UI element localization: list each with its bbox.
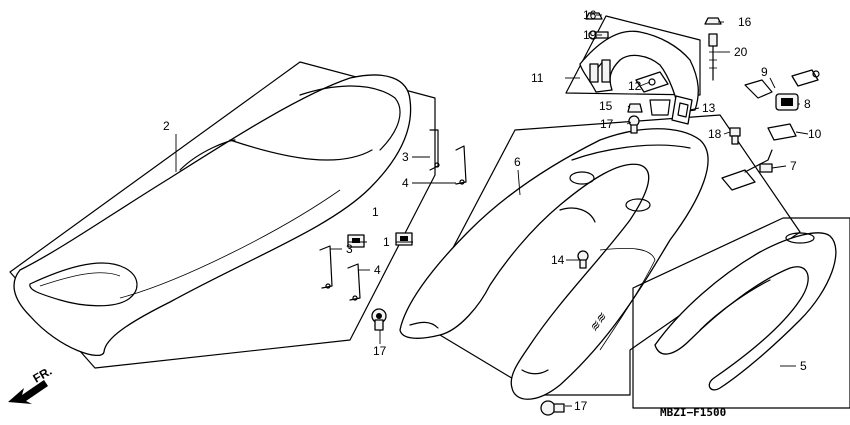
- nut-part-15: [627, 103, 643, 113]
- callout-8: 8: [804, 97, 811, 111]
- bolt-part-17-left: [371, 308, 387, 331]
- callout-20: 20: [734, 45, 748, 59]
- nut-part-16-left: [585, 12, 603, 20]
- callout-2: 2: [163, 119, 170, 133]
- callout-9: 9: [761, 65, 768, 79]
- bracket-part-9: [744, 79, 773, 99]
- clip-part-4-upper: [455, 145, 467, 185]
- cylinder-part-8: [775, 93, 799, 111]
- clip-part-3-lower: [319, 245, 333, 289]
- callout-6: 6: [514, 155, 521, 169]
- callout-17-top: 17: [600, 117, 614, 131]
- callout-3-lower: 3: [346, 242, 353, 256]
- bolt-part-14: [577, 250, 589, 269]
- callout-7: 7: [790, 159, 797, 173]
- callout-5: 5: [800, 359, 807, 373]
- callout-17-left: 17: [373, 344, 387, 358]
- bolt-part-20: [708, 33, 718, 81]
- callout-15: 15: [599, 99, 613, 113]
- seat-part: [9, 61, 436, 369]
- front-label: FR.: [31, 364, 55, 386]
- lock-cable-part-7: [721, 149, 773, 191]
- callout-3-upper: 3: [402, 150, 409, 164]
- callout-19: 19: [583, 28, 597, 42]
- grommet-part-1-a: [347, 234, 365, 248]
- leader-lines: [175, 14, 809, 407]
- clip-part-4-lower: [347, 263, 361, 301]
- callout-13: 13: [702, 101, 716, 115]
- callout-4-upper: 4: [402, 176, 409, 190]
- grab-rail-part: [565, 15, 701, 116]
- callout-1-b: 1: [383, 235, 390, 249]
- callout-11: 11: [531, 71, 544, 85]
- callout-14: 14: [551, 253, 565, 267]
- callout-17-bottom: 17: [574, 399, 588, 413]
- grommet-part-1-b: [395, 232, 413, 246]
- callout-4-lower: 4: [374, 263, 381, 277]
- collar-part-13: [671, 95, 693, 125]
- nut-part-16-right: [704, 17, 722, 25]
- front-direction-arrow-icon: [8, 380, 48, 404]
- bolt-part-17-top: [628, 115, 640, 134]
- callout-10: 10: [808, 127, 822, 141]
- side-cover-part: [632, 217, 850, 409]
- key-part-9: [791, 69, 820, 87]
- rear-cowl-part: ≋≋: [399, 114, 801, 400]
- clip-part-3-upper: [429, 129, 440, 171]
- callout-1-a: 1: [372, 205, 379, 219]
- callout-18: 18: [708, 127, 722, 141]
- callout-16-left: 16: [583, 8, 597, 22]
- bolt-part-17-bottom: [540, 400, 565, 416]
- diagram-code: MBZI−F1500: [660, 406, 726, 419]
- callout-12: 12: [628, 79, 642, 93]
- plate-part-10: [767, 123, 797, 141]
- callout-16-right: 16: [738, 15, 752, 29]
- bolt-part-18: [729, 127, 741, 145]
